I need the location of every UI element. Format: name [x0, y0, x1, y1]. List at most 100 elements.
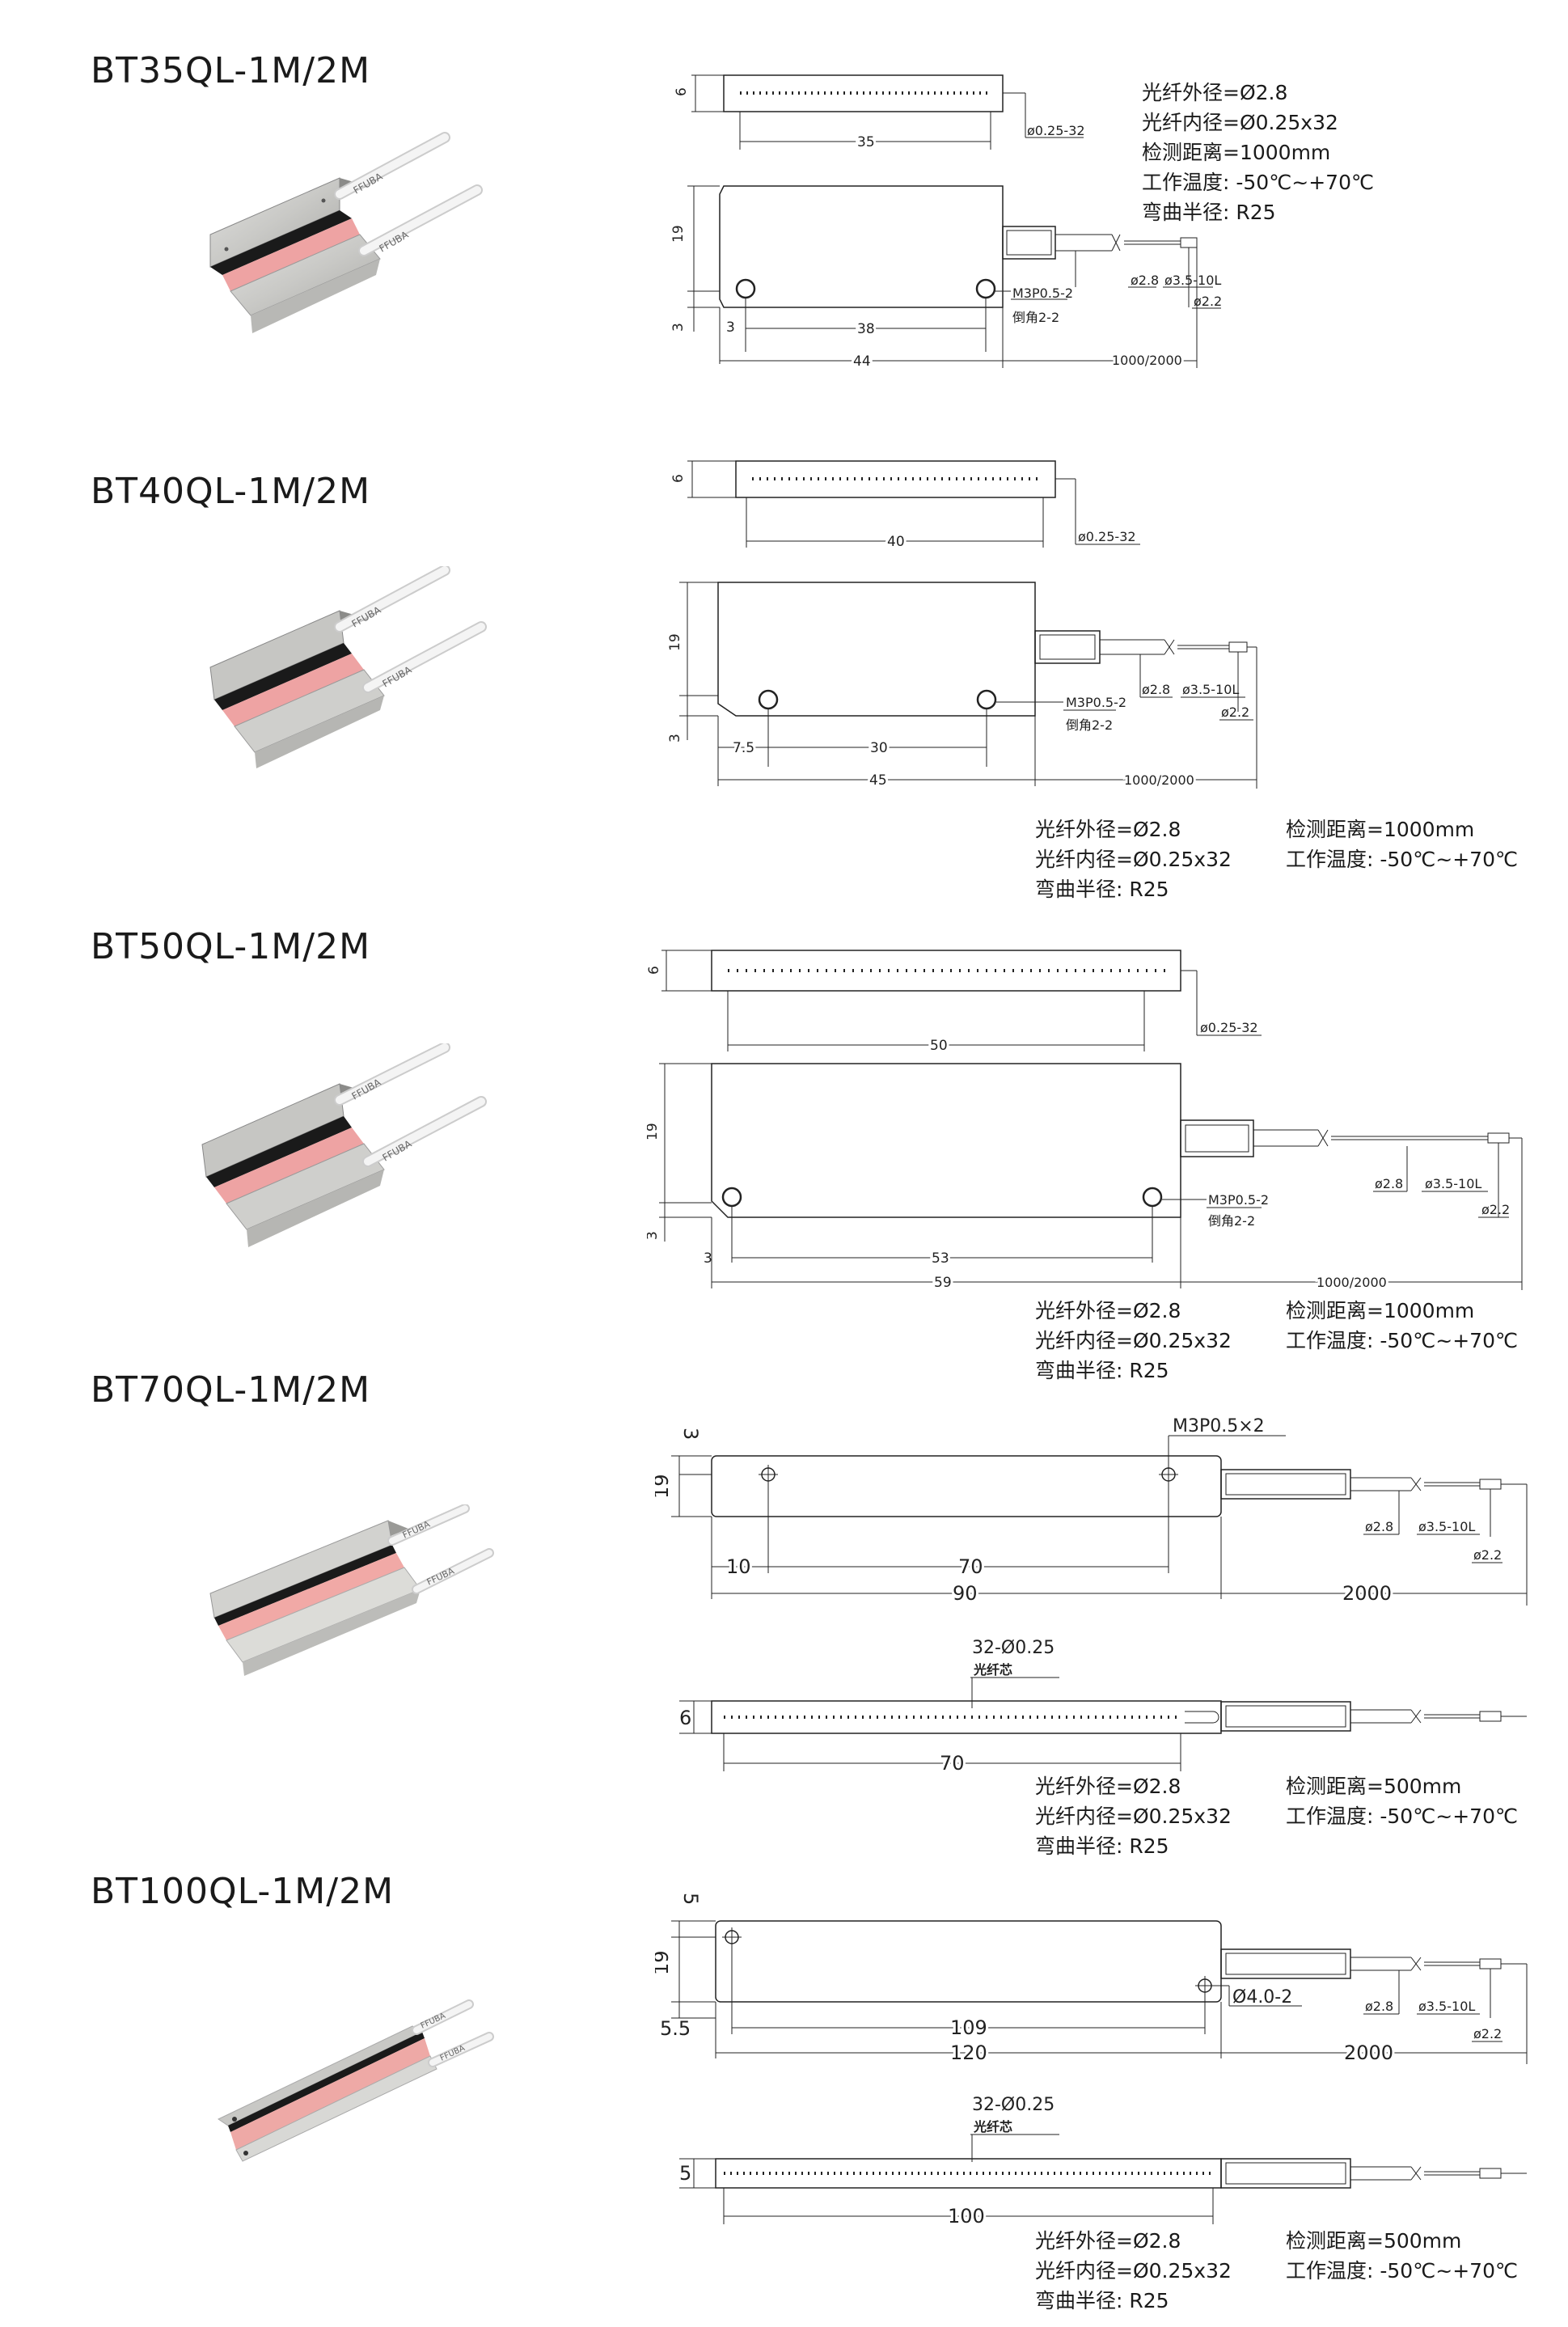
dim-hole-spacing: 30 — [870, 740, 888, 756]
spec-detection-distance: 检测距离=500mm — [1286, 2229, 1462, 2253]
dim-thread: M3P0.5-2 — [1066, 695, 1126, 710]
product-photo: FFUBA FFUBA — [209, 132, 483, 333]
front-view-drawing: Ø4.0-2 5 19 5.5 109 120 2000 ø2.8 ø3.5-1… — [655, 1893, 1528, 2067]
dim-offset: 3 — [647, 1231, 661, 1240]
dim-offset: 3 — [667, 734, 683, 743]
dim-outer: ø2.8 — [1365, 1519, 1393, 1534]
dim-length: 70 — [940, 1752, 965, 1775]
dim-offset: 3 — [679, 1428, 702, 1440]
top-view-drawing: ø0.25-32 6 40 — [670, 460, 1140, 552]
spec-outer-diameter: 光纤外径=Ø2.8 — [1035, 818, 1181, 841]
dim-total: 59 — [934, 1275, 952, 1291]
spec-detection-distance: 检测距离=1000mm — [1142, 141, 1331, 164]
photo-label: FFUBA — [420, 2012, 447, 2031]
dim-tip: ø3.5-10L — [1164, 273, 1221, 288]
dim-thread: M3P0.5×2 — [1173, 1416, 1265, 1436]
dim-outer: ø2.8 — [1365, 1999, 1393, 2014]
dim-outer: ø2.8 — [1375, 1176, 1403, 1191]
top-view-drawing: 32-Ø0.25 光纤芯 6 70 — [679, 1638, 1527, 1775]
dim-total: 45 — [869, 772, 887, 789]
dim-chamfer: 倒角2-2 — [1208, 1213, 1255, 1229]
dim-offset: 3 — [670, 323, 687, 332]
dim-hole: ø0.25-32 — [1200, 1020, 1258, 1035]
spec-block: 光纤外径=Ø2.8 光纤内径=Ø0.25x32 弯曲半径: R25 — [1035, 1296, 1232, 1386]
model-title: BT50QL-1M/2M — [91, 926, 371, 967]
spec-temperature: 工作温度: -50℃~+70℃ — [1286, 2259, 1519, 2283]
photo-label: FFUBA — [425, 1566, 456, 1588]
dim-gap: 10 — [726, 1555, 751, 1578]
product-photo: FFUBA FFUBA — [201, 1043, 487, 1247]
dim-thread: M3P0.5-2 — [1208, 1192, 1269, 1208]
spec-block: 光纤外径=Ø2.8 光纤内径=Ø0.25x32 弯曲半径: R25 — [1035, 2226, 1232, 2316]
spec-temperature: 工作温度: -50℃~+70℃ — [1286, 1804, 1519, 1828]
dim-cable: 1000/2000 — [1112, 353, 1182, 368]
dim-outer: ø2.8 — [1131, 273, 1159, 288]
dim-thickness: 6 — [670, 474, 687, 483]
dim-holes: 32-Ø0.25 — [972, 2095, 1054, 2115]
spec-bend-radius: 弯曲半径: R25 — [1142, 201, 1276, 224]
dim-length: 100 — [948, 2205, 985, 2228]
dim-hole-spacing: 53 — [932, 1250, 949, 1267]
photo-label: FFUBA — [439, 2044, 467, 2063]
model-title: BT100QL-1M/2M — [91, 1871, 395, 1912]
spec-inner-diameter: 光纤内径=Ø0.25x32 — [1142, 111, 1338, 134]
spec-detection-distance: 检测距离=500mm — [1286, 1775, 1462, 1798]
model-title: BT40QL-1M/2M — [91, 471, 371, 512]
spec-temperature: 工作温度: -50℃~+70℃ — [1142, 171, 1375, 194]
spec-block: 检测距离=1000mm 工作温度: -50℃~+70℃ — [1286, 1296, 1518, 1356]
dim-thickness: 6 — [674, 87, 690, 96]
spec-block: 检测距离=1000mm 工作温度: -50℃~+70℃ — [1286, 814, 1518, 874]
dim-hole: ø0.25-32 — [1027, 123, 1085, 138]
spec-block: 检测距离=500mm 工作温度: -50℃~+70℃ — [1286, 2226, 1518, 2286]
dim-chamfer: 倒角2-2 — [1012, 310, 1059, 325]
dim-height: 19 — [647, 1123, 661, 1140]
model-title: BT35QL-1M/2M — [91, 50, 371, 91]
dim-cable: 2000 — [1344, 2041, 1393, 2064]
spec-outer-diameter: 光纤外径=Ø2.8 — [1035, 1299, 1181, 1322]
dim-length: 35 — [857, 134, 875, 150]
dim-height: 19 — [670, 225, 687, 243]
spec-block: 光纤外径=Ø2.8 光纤内径=Ø0.25x32 检测距离=1000mm 工作温度… — [1142, 78, 1374, 227]
dim-cable: 1000/2000 — [1317, 1275, 1387, 1290]
dim-thickness: 6 — [647, 966, 662, 975]
front-view-drawing: 19 3 3 53 59 1000/2000 M3P0.5-2 倒角2-2 ø2… — [647, 1063, 1523, 1293]
dim-tip: ø3.5-10L — [1418, 1999, 1475, 2014]
dim-tip-diameter: ø2.2 — [1473, 1547, 1502, 1563]
dim-core: 光纤芯 — [973, 2119, 1012, 2134]
spec-detection-distance: 检测距离=1000mm — [1286, 818, 1475, 841]
spec-inner-diameter: 光纤内径=Ø0.25x32 — [1035, 848, 1232, 871]
dim-hole: Ø4.0-2 — [1232, 1987, 1292, 2008]
dim-tip-diameter: ø2.2 — [1194, 294, 1222, 309]
dim-tip: ø3.5-10L — [1425, 1176, 1481, 1191]
spec-bend-radius: 弯曲半径: R25 — [1035, 1834, 1169, 1858]
front-view-drawing: 19 3 7.5 30 45 1000/2000 M3P0.5-2 倒角2-2 … — [667, 582, 1257, 791]
spec-inner-diameter: 光纤内径=Ø0.25x32 — [1035, 1329, 1232, 1352]
dim-chamfer: 倒角2-2 — [1066, 717, 1113, 733]
dim-height: 19 — [655, 1474, 673, 1499]
spec-bend-radius: 弯曲半径: R25 — [1035, 1359, 1169, 1382]
spec-detection-distance: 检测距离=1000mm — [1286, 1299, 1475, 1322]
spec-outer-diameter: 光纤外径=Ø2.8 — [1035, 2229, 1181, 2253]
photo-label: FFUBA — [401, 1519, 432, 1541]
photo-label: FFUBA — [350, 1077, 383, 1102]
dim-cable: 1000/2000 — [1124, 772, 1194, 788]
dim-hole: ø0.25-32 — [1078, 529, 1136, 544]
spec-temperature: 工作温度: -50℃~+70℃ — [1286, 1329, 1519, 1352]
top-view-drawing: 32-Ø0.25 光纤芯 5 100 — [679, 2095, 1527, 2228]
spec-bend-radius: 弯曲半径: R25 — [1035, 878, 1169, 901]
front-view-drawing: 19 3 3 38 44 1000/2000 M3P0.5-2 倒角2-2 ø2… — [670, 185, 1222, 372]
dim-tip-diameter: ø2.2 — [1221, 704, 1249, 720]
dim-gap: 3 — [704, 1250, 712, 1267]
dim-height: 19 — [655, 1950, 673, 1975]
spec-block: 光纤外径=Ø2.8 光纤内径=Ø0.25x32 弯曲半径: R25 — [1035, 814, 1232, 904]
dim-hole-spacing: 109 — [950, 2016, 987, 2039]
dim-core: 光纤芯 — [973, 1662, 1012, 1678]
spec-temperature: 工作温度: -50℃~+70℃ — [1286, 848, 1519, 871]
dim-thickness: 6 — [679, 1707, 691, 1729]
product-photo: FFUBA FFUBA — [209, 1504, 494, 1676]
dim-gap: 3 — [726, 319, 735, 336]
dim-tip: ø3.5-10L — [1182, 682, 1239, 697]
dim-height: 19 — [667, 633, 683, 651]
dim-hole-spacing: 70 — [958, 1555, 983, 1578]
product-photo: FFUBA FFUBA — [209, 566, 487, 768]
